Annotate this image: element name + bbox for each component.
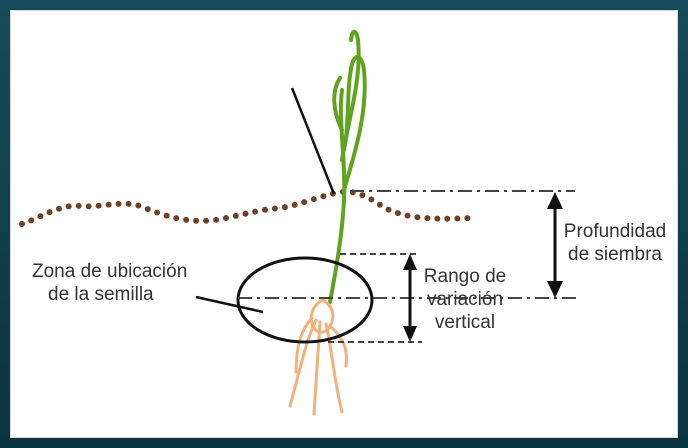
- seed-zone-label-line-1: Zona de ubicación: [32, 260, 187, 283]
- sowing-depth-label-line-2: de siembra: [560, 243, 670, 266]
- vertical-range-label-line-3: vertical: [420, 311, 510, 334]
- sowing-depth-label: Profundidad de siembra: [560, 220, 670, 266]
- seed-zone-leader: [196, 297, 263, 312]
- vertical-range-label: Rango de variación vertical: [420, 265, 510, 334]
- plant-roots: [290, 300, 346, 414]
- pointer-line: [292, 88, 334, 194]
- seed-zone-label-line-2: de la semilla: [32, 283, 187, 306]
- sowing-depth-label-line-1: Profundidad: [560, 220, 670, 243]
- seed-zone-label: Zona de ubicación de la semilla: [32, 260, 187, 306]
- vertical-range-label-line-2: variación: [420, 288, 510, 311]
- soil-surface-line: [22, 192, 470, 224]
- vertical-range-label-line-1: Rango de: [420, 265, 510, 288]
